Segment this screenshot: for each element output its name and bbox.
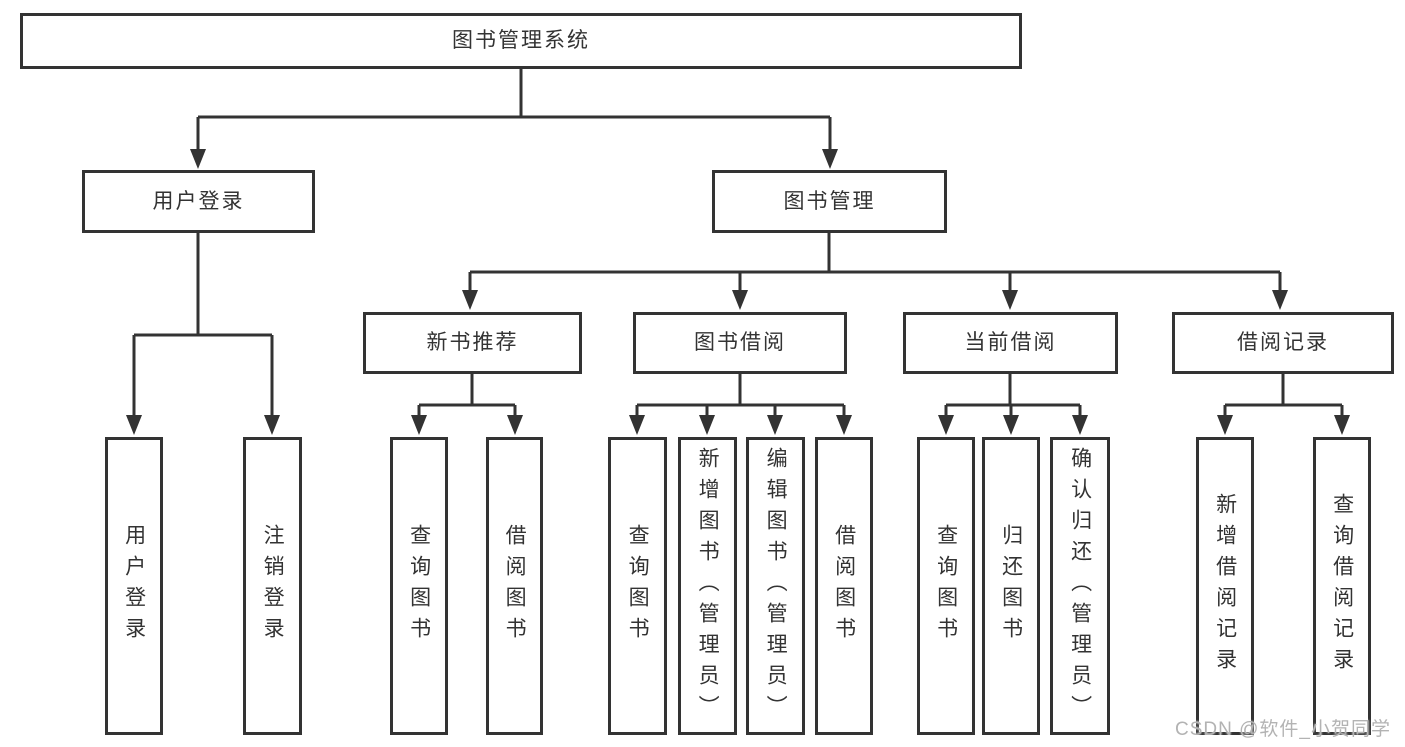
- arrowhead: [767, 415, 783, 435]
- arrowhead: [629, 415, 645, 435]
- node-bb-edit-books: 编辑图书（管理员）: [746, 437, 805, 735]
- node-login-action: 用户登录: [105, 437, 163, 735]
- node-bb-borrow-books: 借阅图书: [815, 437, 873, 735]
- connector-book-borrow: [635, 374, 846, 420]
- arrowhead: [411, 415, 427, 435]
- node-cb-query-books: 查询图书: [917, 437, 975, 735]
- connector-book-management: [468, 233, 1282, 294]
- arrowhead: [507, 415, 523, 435]
- node-new-book-recommend: 新书推荐: [363, 312, 582, 374]
- arrowhead: [1072, 415, 1088, 435]
- node-root: 图书管理系统: [20, 13, 1022, 69]
- connector-current-borrow: [944, 374, 1082, 420]
- arrowhead: [1003, 415, 1019, 435]
- connector-root: [196, 69, 832, 152]
- node-bb-query-books: 查询图书: [608, 437, 667, 735]
- node-nbr-borrow-books: 借阅图书: [486, 437, 543, 735]
- node-book-management: 图书管理: [712, 170, 947, 233]
- connector-new-book-recommend: [417, 374, 517, 420]
- arrowhead: [822, 149, 838, 169]
- arrowheads: [126, 149, 1350, 435]
- node-borrow-records: 借阅记录: [1172, 312, 1394, 374]
- node-bb-add-books: 新增图书（管理员）: [678, 437, 737, 735]
- csdn-watermark: CSDN @软件_小贺同学: [1175, 719, 1391, 740]
- arrowhead: [1334, 415, 1350, 435]
- arrowhead: [699, 415, 715, 435]
- arrowhead: [938, 415, 954, 435]
- arrowhead: [1002, 290, 1018, 310]
- arrowhead: [732, 290, 748, 310]
- node-user-login: 用户登录: [82, 170, 315, 233]
- arrowhead: [462, 290, 478, 310]
- connector-borrow-records: [1223, 374, 1344, 420]
- arrowhead: [1272, 290, 1288, 310]
- arrowhead: [1217, 415, 1233, 435]
- connector-user-login: [132, 233, 274, 420]
- arrowhead: [126, 415, 142, 435]
- arrowhead: [264, 415, 280, 435]
- node-cb-return-books: 归还图书: [982, 437, 1040, 735]
- node-nbr-query-books: 查询图书: [390, 437, 448, 735]
- node-book-borrow: 图书借阅: [633, 312, 847, 374]
- node-cb-confirm-return: 确认归还（管理员）: [1050, 437, 1110, 735]
- node-br-add-record: 新增借阅记录: [1196, 437, 1254, 735]
- node-br-query-record: 查询借阅记录: [1313, 437, 1371, 735]
- arrowhead: [190, 149, 206, 169]
- node-current-borrow: 当前借阅: [903, 312, 1118, 374]
- arrowhead: [836, 415, 852, 435]
- node-logout-action: 注销登录: [243, 437, 302, 735]
